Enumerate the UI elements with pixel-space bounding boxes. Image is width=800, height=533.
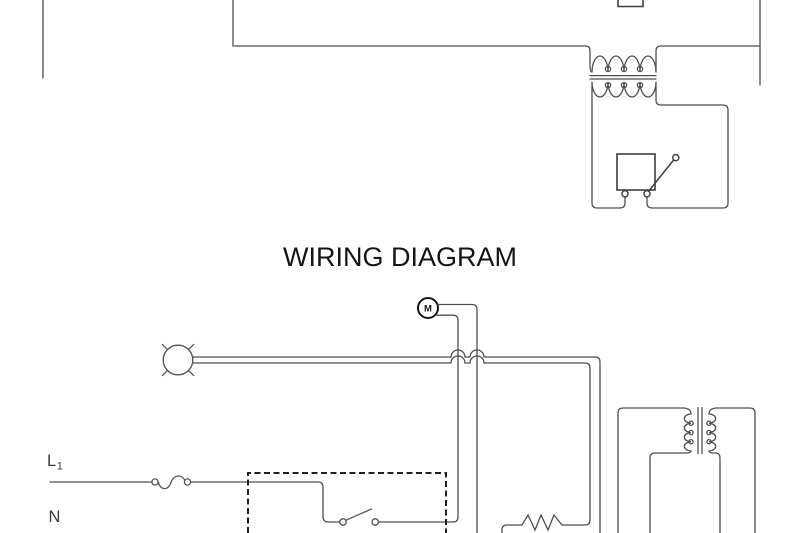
lamp-wire-bottom (192, 355, 591, 526)
switch-icon (339, 508, 380, 526)
motor-wire-upper (437, 303, 478, 533)
transformer2-secondary-loop (706, 429, 712, 436)
lamp-ray (187, 343, 195, 351)
branch-wire-left (232, 0, 593, 73)
relay-switch-icon (616, 153, 680, 198)
secondary-loop-left-wire (591, 83, 626, 209)
transformer-icon (589, 55, 657, 98)
label-l1: L1 (47, 452, 63, 473)
transformer2-secondary-coil (708, 413, 717, 452)
transformer2-primary-coil (683, 413, 692, 452)
lamp-wire-top (192, 349, 601, 533)
page-title: WIRING DIAGRAM (283, 242, 517, 272)
motor-letter: M (424, 304, 432, 315)
bottom-wiring-diagram: M (47, 297, 756, 533)
transformer2-primary-return (649, 450, 692, 533)
fuse-icon (151, 475, 192, 490)
fuse-terminal (151, 478, 159, 486)
control-transformer-icon (617, 406, 756, 533)
lamp-ray (187, 369, 195, 377)
primary-coil-loop (620, 65, 628, 73)
transformer-secondary-coil (591, 81, 657, 98)
branch-wire-right (655, 45, 761, 73)
secondary-loop-right-wire (646, 83, 729, 209)
relay-terminal (621, 189, 629, 198)
transformer2-secondary-wire (708, 407, 756, 533)
switch-terminal (371, 518, 380, 526)
transformer2-primary-loop (688, 438, 694, 445)
transformer2-primary-wire (617, 407, 692, 533)
fuse-element (157, 475, 186, 490)
resistor-zigzag (521, 513, 563, 532)
fuse-terminal (183, 478, 192, 486)
dashed-control-box (247, 472, 447, 533)
label-neutral: N (49, 508, 61, 526)
lamp-ray (161, 343, 169, 351)
top-schematic (42, 0, 761, 209)
transformer2-secondary-return (708, 450, 721, 533)
transformer2-secondary-loop (706, 438, 712, 445)
transformer2-primary-loop (688, 429, 694, 436)
primary-coil-loop (636, 65, 644, 73)
secondary-coil-loop (620, 81, 628, 89)
relay-terminal (643, 189, 651, 198)
switch-blade (345, 508, 373, 521)
transformer-primary-coil (591, 55, 657, 73)
relay-lever (648, 159, 675, 192)
relay-lever-pivot (672, 153, 680, 162)
resistor-icon (501, 513, 563, 533)
relay-box (616, 153, 656, 191)
motor-icon: M (417, 297, 439, 319)
resistor-lead-left (501, 524, 523, 533)
motor-circle (417, 297, 439, 319)
secondary-coil-loop (604, 81, 612, 89)
lamp-circle (162, 344, 194, 376)
secondary-coil-loop (636, 81, 644, 89)
motor-wire-lower (377, 314, 459, 523)
lamp-ray (161, 369, 169, 377)
transformer2-secondary-loop (706, 420, 712, 426)
lamp-icon (161, 343, 195, 377)
transformer2-primary-loop (688, 420, 694, 426)
l1-wire-to-switch (189, 481, 341, 523)
switch-terminal (339, 518, 347, 526)
partial-component-box (617, 0, 644, 8)
primary-coil-loop (604, 65, 612, 73)
